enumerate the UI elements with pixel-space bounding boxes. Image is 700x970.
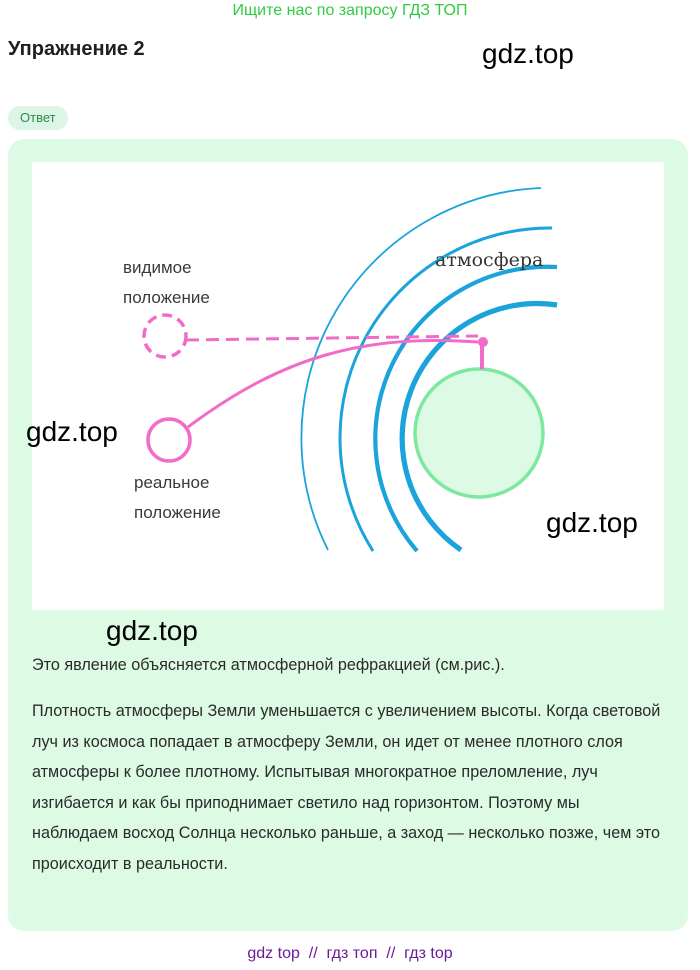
answer-badge[interactable]: Ответ bbox=[8, 106, 68, 130]
watermark: gdz.top bbox=[106, 615, 198, 646]
atmosphere-arc-4 bbox=[399, 300, 558, 553]
refracted-ray bbox=[187, 339, 479, 429]
atmosphere-arc-1 bbox=[300, 187, 542, 551]
refraction-diagram bbox=[142, 187, 558, 553]
apparent-position-label: видимое положение bbox=[123, 258, 210, 307]
observer-point bbox=[478, 337, 488, 347]
promo-banner[interactable]: Ищите нас по запросу ГДЗ ТОП bbox=[232, 2, 468, 19]
real-position-label: реальное положение bbox=[134, 473, 221, 522]
answer-paragraph: Плотность атмосферы Земли уменьшается с … bbox=[32, 702, 661, 873]
footer-links[interactable]: gdz top // гдз топ // гдз top bbox=[247, 945, 453, 962]
apparent-position-circle bbox=[142, 313, 188, 359]
atmosphere-arc-3 bbox=[373, 264, 558, 553]
watermark: gdz.top bbox=[482, 38, 574, 69]
answer-paragraph: Это явление объясняется атмосферной рефр… bbox=[32, 656, 505, 674]
earth-circle bbox=[413, 367, 545, 499]
atmosphere-label: атмосфера bbox=[435, 249, 544, 271]
watermark: gdz.top bbox=[26, 416, 118, 447]
page-title: Упражнение 2 bbox=[8, 38, 145, 60]
apparent-ray-dashed bbox=[185, 334, 479, 342]
watermark: gdz.top bbox=[546, 507, 638, 538]
real-position-circle bbox=[146, 417, 192, 463]
refraction-figure: видимое положение реальное положение атм… bbox=[32, 162, 664, 610]
